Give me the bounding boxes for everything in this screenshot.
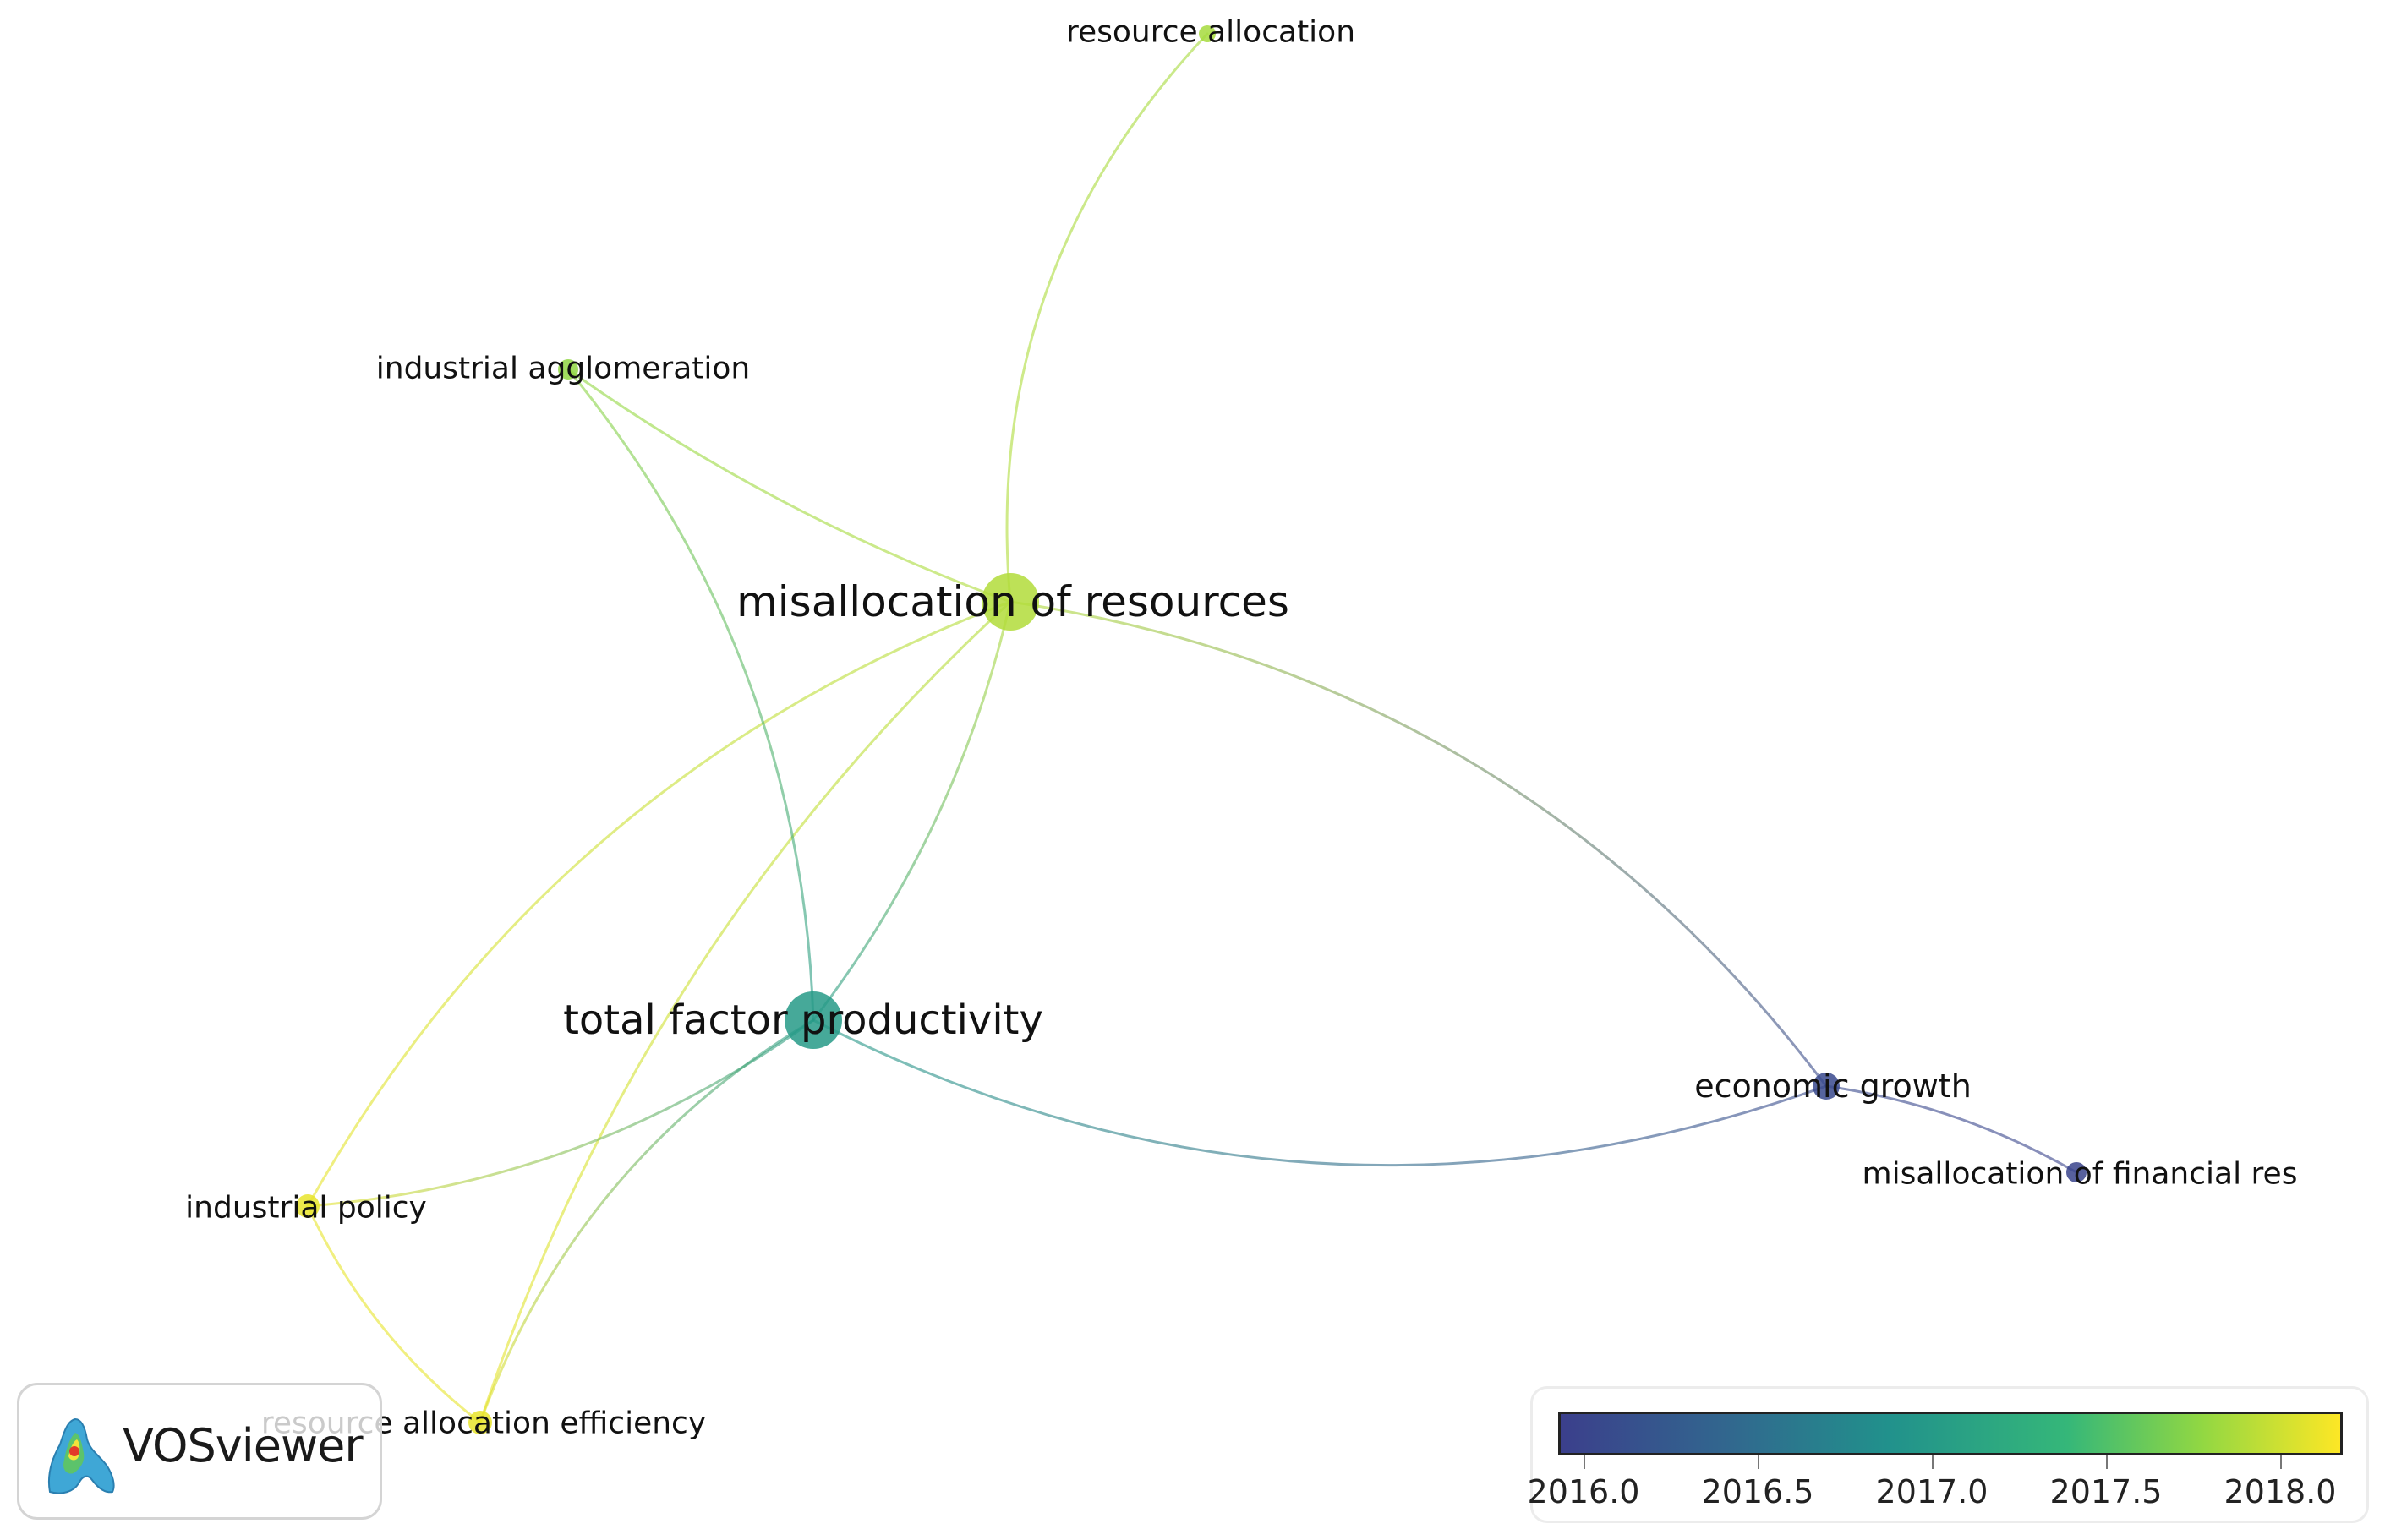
legend-tick-label: 2018.0 [2224,1473,2337,1510]
vosviewer-logo: VOSviewer [17,1383,382,1520]
logo-text: VOSviewer [123,1419,364,1472]
node-economic-growth[interactable] [1813,1073,1840,1100]
label-resource-allocation: resource allocation [1066,15,1355,50]
labels-layer: misallocation of resources total factor p… [185,15,2297,1441]
edge-total-factor-productivity-to-economic-growth [812,1018,1828,1167]
label-economic-growth: economic growth [1694,1068,1972,1105]
edge-total-factor-productivity-to-resource-allocation-efficiency [479,1018,815,1424]
label-misallocation-of-resources: misallocation of resources [736,577,1289,626]
node-resource-allocation[interactable] [1199,25,1216,42]
legend-tick-label: 2016.5 [1701,1473,1814,1510]
label-industrial-policy: industrial policy [185,1191,427,1226]
edge-misallocation-of-resources-to-resource-allocation-efficiency [479,600,1012,1424]
edge-misallocation-of-resources-to-industrial-policy [306,600,1012,1208]
node-industrial-agglomeration[interactable] [558,359,578,380]
node-resource-allocation-efficiency[interactable] [468,1411,492,1434]
edges-layer [306,32,2078,1424]
edge-misallocation-of-resources-to-economic-growth [1009,600,1828,1088]
label-total-factor-productivity: total factor productivity [563,997,1043,1044]
color-scale-legend: 2016.0 2016.5 2017.0 2017.5 2018.0 [1528,1386,2369,1523]
legend-tick-mark [2106,1455,2108,1469]
edge-misallocation-of-resources-to-total-factor-productivity [812,600,1012,1022]
legend-tick-mark [2280,1455,2282,1469]
color-scale-bar [1558,1412,2343,1455]
legend-tick-label: 2017.0 [1875,1473,1988,1510]
node-misallocation-of-resources[interactable] [982,573,1039,631]
edge-economic-growth-to-misallocation-of-financial-res [1824,1084,2078,1174]
edge-industrial-agglomeration-to-total-factor-productivity [566,368,815,1022]
node-industrial-policy[interactable] [296,1194,320,1218]
nodes-layer [296,25,2087,1434]
legend-tick-label: 2016.0 [1527,1473,1640,1510]
edge-misallocation-of-resources-to-resource-allocation [1005,32,1209,603]
legend-tick-mark [1932,1455,1934,1469]
edge-industrial-policy-to-resource-allocation-efficiency [306,1204,482,1424]
vosviewer-density-icon [48,1417,115,1494]
node-total-factor-productivity[interactable] [785,991,842,1049]
label-misallocation-of-financial-res: misallocation of financial res [1863,1157,2298,1192]
edge-misallocation-of-resources-to-industrial-agglomeration [566,368,1012,603]
legend-tick-mark [1584,1455,1585,1469]
legend-tick-mark [1758,1455,1759,1469]
node-misallocation-of-financial-res[interactable] [2066,1162,2087,1182]
edge-total-factor-productivity-to-industrial-policy [306,1018,815,1208]
legend-tick-label: 2017.5 [2049,1473,2163,1510]
label-industrial-agglomeration: industrial agglomeration [376,352,751,386]
